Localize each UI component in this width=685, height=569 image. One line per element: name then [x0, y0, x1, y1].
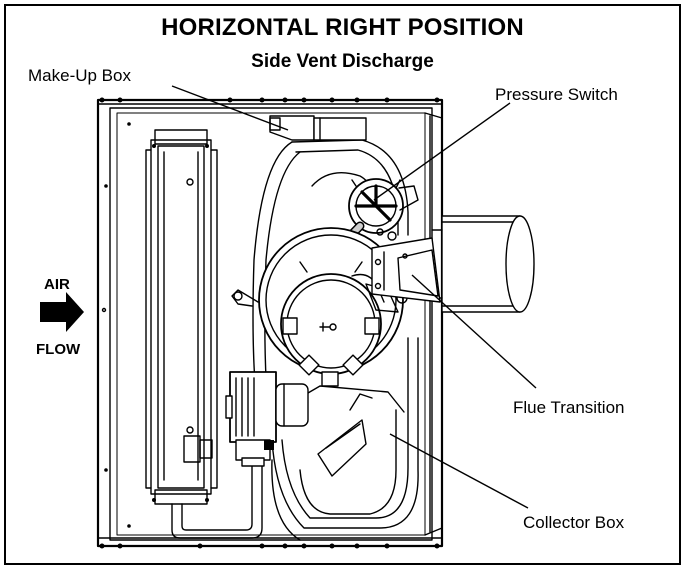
- heat-exchanger: [145, 129, 218, 505]
- condensate-tube: [171, 459, 263, 539]
- make-up-box-leader: [171, 85, 289, 131]
- flue-transition-leader: [411, 274, 537, 389]
- vent-pipe: [431, 215, 535, 313]
- airflow-label-top: AIR: [44, 276, 70, 293]
- airflow-arrow-icon: [40, 292, 84, 332]
- airflow-label-bottom: FLOW: [36, 341, 81, 358]
- make-up-box: [269, 115, 367, 141]
- pressure-switch-leader: [373, 102, 511, 201]
- gas-valve: [225, 371, 309, 467]
- figure-title: HORIZONTAL RIGHT POSITION: [161, 14, 524, 41]
- inducer-blower: [231, 227, 408, 387]
- pressure-switch-label: Pressure Switch: [495, 85, 618, 104]
- cabinet: [96, 97, 444, 549]
- flue-transition-label: Flue Transition: [513, 398, 625, 417]
- collector-box-label: Collector Box: [523, 513, 625, 532]
- collector-box-leader: [389, 433, 529, 509]
- flue-transition: [371, 237, 441, 303]
- make-up-box-label: Make-Up Box: [28, 66, 131, 85]
- figure-subtitle: Side Vent Discharge: [251, 51, 434, 72]
- pressure-switch: [348, 178, 419, 234]
